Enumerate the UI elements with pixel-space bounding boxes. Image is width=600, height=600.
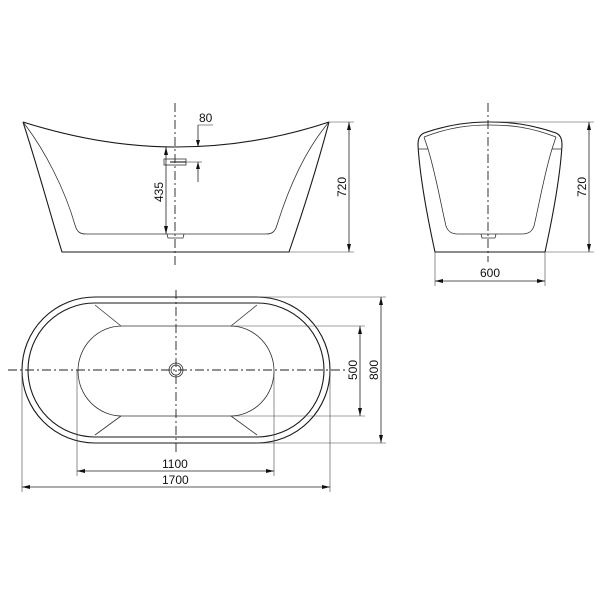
- dim-overflow-offset: 80: [199, 111, 213, 125]
- plan-view: 500 800 1100 1700: [8, 290, 386, 492]
- dim-end-height: 720: [575, 177, 589, 197]
- side-view-rim-curve: [22, 121, 330, 148]
- side-view-outer-shell: [22, 121, 330, 253]
- side-view-inner-basin: [22, 121, 330, 235]
- dim-side-height: 720: [335, 177, 349, 197]
- side-view: 435 80 720: [22, 103, 354, 268]
- dim-overflow-height: 435: [152, 182, 166, 202]
- dim-inner-width: 500: [346, 360, 360, 380]
- side-view-drain: [166, 233, 185, 239]
- end-view-drain: [480, 233, 497, 239]
- plan-inner-rim: [27, 302, 325, 438]
- dim-outer-width: 800: [367, 360, 381, 380]
- dim-outer-length: 1700: [162, 473, 189, 487]
- dim-inner-length: 1100: [162, 457, 188, 471]
- end-view-inner-basin: [423, 136, 557, 235]
- end-view-outer-shell: [417, 121, 563, 253]
- end-view: 720 600: [417, 103, 594, 286]
- dim-end-width: 600: [480, 266, 500, 280]
